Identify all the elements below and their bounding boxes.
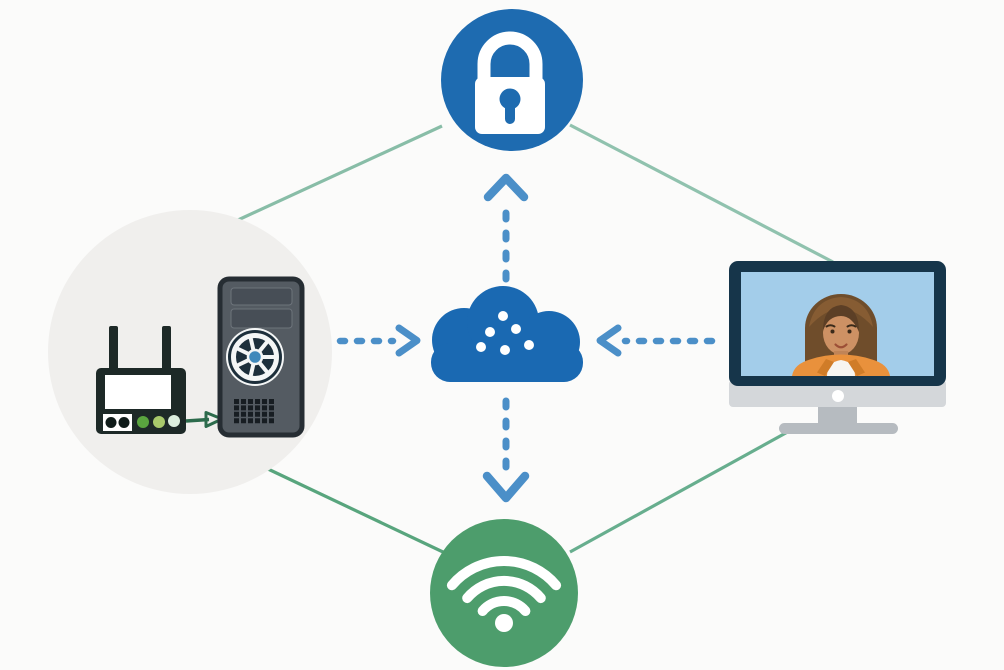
person-face bbox=[823, 311, 859, 355]
keyhole-stem bbox=[505, 103, 515, 124]
cloud-dot bbox=[498, 311, 508, 321]
link-video-wifi bbox=[569, 427, 794, 554]
person-eye bbox=[830, 329, 835, 334]
person-eyebrows bbox=[825, 324, 857, 328]
link-security-local bbox=[237, 124, 443, 222]
keyhole-circle bbox=[499, 88, 521, 110]
person-lapel bbox=[848, 359, 865, 376]
link-security-video bbox=[569, 123, 834, 264]
arrow-local-to-cloud bbox=[336, 324, 421, 357]
tower-panel bbox=[230, 308, 293, 329]
cloud-dot bbox=[511, 324, 521, 334]
security-node bbox=[441, 9, 583, 151]
router-port bbox=[118, 417, 130, 428]
router-led bbox=[137, 416, 149, 428]
router-antenna bbox=[109, 326, 118, 374]
wifi-arc bbox=[446, 556, 562, 591]
server-tower-icon bbox=[217, 276, 305, 438]
wifi-node bbox=[430, 519, 578, 667]
solid-links bbox=[237, 123, 834, 554]
person-bangs bbox=[823, 305, 859, 332]
router-led bbox=[153, 416, 165, 428]
arrowhead-left-icon bbox=[596, 324, 622, 357]
person-hair-highlight bbox=[809, 297, 873, 327]
arrow-cloud-to-security bbox=[483, 173, 529, 283]
dashed-arrows bbox=[336, 173, 716, 503]
padlock-icon bbox=[475, 31, 545, 134]
person-avatar bbox=[792, 294, 890, 376]
wifi-arc bbox=[462, 575, 546, 604]
fan-hub bbox=[246, 348, 264, 366]
person-shirt bbox=[827, 360, 855, 376]
cloud-node bbox=[431, 286, 583, 382]
arrow-video-to-cloud bbox=[596, 324, 716, 357]
ethernet-arrowhead bbox=[204, 411, 224, 428]
cloud-dots bbox=[476, 311, 534, 355]
wifi-dot bbox=[495, 614, 513, 632]
person-eye bbox=[847, 329, 852, 334]
arrowhead-right-icon bbox=[395, 324, 421, 357]
person-mouth bbox=[834, 343, 848, 349]
fan-icon bbox=[226, 328, 284, 386]
link-local-wifi bbox=[267, 467, 444, 554]
router-antenna bbox=[162, 326, 171, 374]
cloud-icon bbox=[431, 286, 583, 382]
wifi-circle bbox=[430, 519, 578, 667]
tower-grille bbox=[234, 399, 274, 424]
cloud-dot bbox=[476, 342, 486, 352]
arrowhead-down-icon bbox=[482, 471, 530, 503]
fan-spokes bbox=[236, 337, 276, 377]
tower-panel bbox=[230, 287, 293, 306]
wifi-arc bbox=[477, 596, 531, 616]
camera-dot bbox=[832, 390, 844, 402]
wifi-icon bbox=[446, 556, 562, 632]
router-display bbox=[105, 375, 171, 409]
local-network-node bbox=[48, 210, 332, 494]
cloud-dot bbox=[524, 340, 534, 350]
monitor-base bbox=[779, 423, 898, 434]
cloud-dot bbox=[485, 327, 495, 337]
padlock-shackle bbox=[477, 31, 543, 92]
router-icon bbox=[96, 326, 186, 434]
ethernet-arrow-icon bbox=[185, 411, 224, 428]
router-port bbox=[105, 417, 117, 428]
person-lapel bbox=[817, 359, 834, 376]
router-led bbox=[168, 415, 180, 427]
arrow-cloud-to-wifi bbox=[482, 397, 530, 503]
video-call-node bbox=[729, 261, 946, 434]
arrowhead-up-icon bbox=[483, 173, 529, 202]
cloud-dot bbox=[500, 345, 510, 355]
fan-ring bbox=[231, 333, 279, 381]
cloud-base bbox=[431, 343, 583, 382]
